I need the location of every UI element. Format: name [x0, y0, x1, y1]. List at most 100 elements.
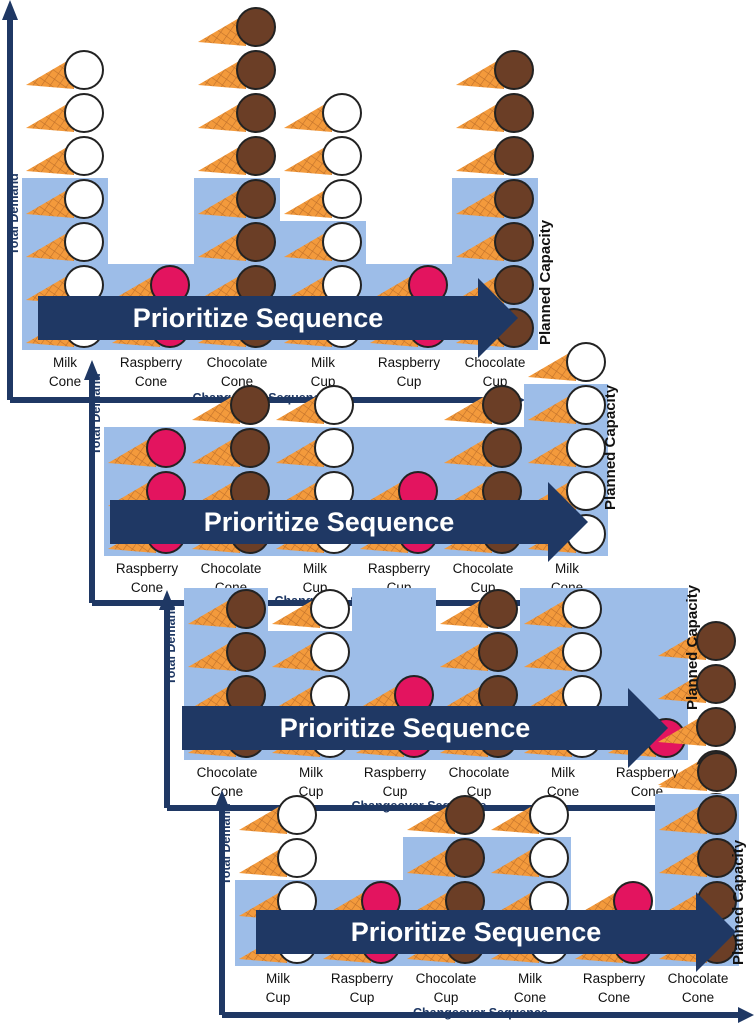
chocolate-ice-cream-cone-icon [196, 49, 276, 91]
product-name: Chocolate [667, 971, 729, 986]
chocolate-ice-cream-cone-icon [196, 92, 276, 134]
product-type: Cone [48, 374, 82, 389]
milk-ice-cream-cone-icon [282, 92, 362, 134]
chocolate-ice-cream-cone-icon [442, 384, 522, 426]
milk-ice-cream-cone-icon [24, 135, 104, 177]
product-type: Cup [265, 990, 291, 1005]
milk-ice-cream-cone-icon [526, 384, 606, 426]
product-name: Milk [303, 561, 327, 576]
product-name: Raspberry [115, 561, 179, 576]
milk-ice-cream-cone-icon [282, 178, 362, 220]
chocolate-ice-cream-cone-icon [186, 588, 266, 630]
planned-capacity-label: Planned Capacity [730, 839, 747, 965]
product-name: Milk [555, 561, 579, 576]
chocolate-ice-cream-cone-icon [405, 837, 485, 879]
chocolate-ice-cream-cone-icon [657, 751, 737, 793]
chocolate-ice-cream-cone-icon [196, 178, 276, 220]
chocolate-ice-cream-cone-icon [656, 663, 736, 705]
product-name: Chocolate [200, 561, 262, 576]
x-axis-label: Changeover Sequence [413, 1006, 548, 1020]
chocolate-ice-cream-cone-icon [405, 794, 485, 836]
product-type: Cone [134, 374, 168, 389]
chocolate-ice-cream-cone-icon [657, 794, 737, 836]
chocolate-ice-cream-cone-icon [454, 178, 534, 220]
product-name: Milk [266, 971, 290, 986]
chocolate-ice-cream-cone-icon [196, 221, 276, 263]
raspberry-ice-cream-cone-icon [106, 427, 186, 469]
milk-ice-cream-cone-icon [522, 588, 602, 630]
chocolate-ice-cream-cone-icon [656, 620, 736, 662]
product-type: Cup [382, 784, 408, 799]
chocolate-ice-cream-cone-icon [454, 135, 534, 177]
milk-ice-cream-cone-icon [270, 631, 350, 673]
product-name: Chocolate [196, 765, 258, 780]
milk-ice-cream-cone-icon [489, 794, 569, 836]
product-type: Cone [130, 580, 164, 595]
arrow-label: Prioritize Sequence [203, 507, 455, 537]
milk-ice-cream-cone-icon [526, 427, 606, 469]
product-type: Cone [513, 990, 547, 1005]
product-name: Raspberry [377, 355, 441, 370]
milk-ice-cream-cone-icon [24, 178, 104, 220]
product-type: Cup [349, 990, 375, 1005]
product-type: Cup [310, 374, 336, 389]
product-type: Cone [210, 784, 244, 799]
milk-ice-cream-cone-icon [24, 49, 104, 91]
arrow-label: Prioritize Sequence [132, 303, 384, 333]
milk-ice-cream-cone-icon [237, 837, 317, 879]
milk-ice-cream-cone-icon [489, 837, 569, 879]
milk-ice-cream-cone-icon [282, 221, 362, 263]
chocolate-ice-cream-cone-icon [190, 427, 270, 469]
chocolate-ice-cream-cone-icon [196, 135, 276, 177]
product-type: Cone [546, 784, 580, 799]
arrow-label: Prioritize Sequence [350, 917, 602, 947]
product-name: Milk [551, 765, 575, 780]
product-type: Cup [298, 784, 324, 799]
chocolate-ice-cream-cone-icon [657, 837, 737, 879]
milk-ice-cream-cone-icon [274, 427, 354, 469]
milk-ice-cream-cone-icon [24, 221, 104, 263]
product-name: Chocolate [415, 971, 477, 986]
chocolate-ice-cream-cone-icon [454, 49, 534, 91]
product-name: Chocolate [448, 765, 510, 780]
milk-ice-cream-cone-icon [522, 631, 602, 673]
milk-ice-cream-cone-icon [282, 135, 362, 177]
prioritize-sequence-arrow [182, 688, 668, 768]
chocolate-ice-cream-cone-icon [442, 427, 522, 469]
milk-ice-cream-cone-icon [24, 92, 104, 134]
product-name: Raspberry [615, 765, 679, 780]
chocolate-ice-cream-cone-icon [196, 6, 276, 48]
product-name: Milk [53, 355, 77, 370]
chocolate-ice-cream-cone-icon [186, 631, 266, 673]
product-name: Chocolate [452, 561, 514, 576]
product-type: Cone [681, 990, 715, 1005]
product-name: Milk [311, 355, 335, 370]
milk-ice-cream-cone-icon [526, 341, 606, 383]
product-type: Cup [466, 784, 492, 799]
arrow-label: Prioritize Sequence [279, 713, 531, 743]
product-type: Cup [396, 374, 422, 389]
product-type: Cone [597, 990, 631, 1005]
prioritize-sequence-arrow [256, 892, 736, 972]
prioritize-sequence-arrow [110, 482, 588, 562]
chocolate-ice-cream-cone-icon [190, 384, 270, 426]
y-axis-label: Total Demand [219, 803, 233, 885]
chocolate-ice-cream-cone-icon [656, 706, 736, 748]
product-type: Cone [220, 374, 254, 389]
product-type: Cup [433, 990, 459, 1005]
